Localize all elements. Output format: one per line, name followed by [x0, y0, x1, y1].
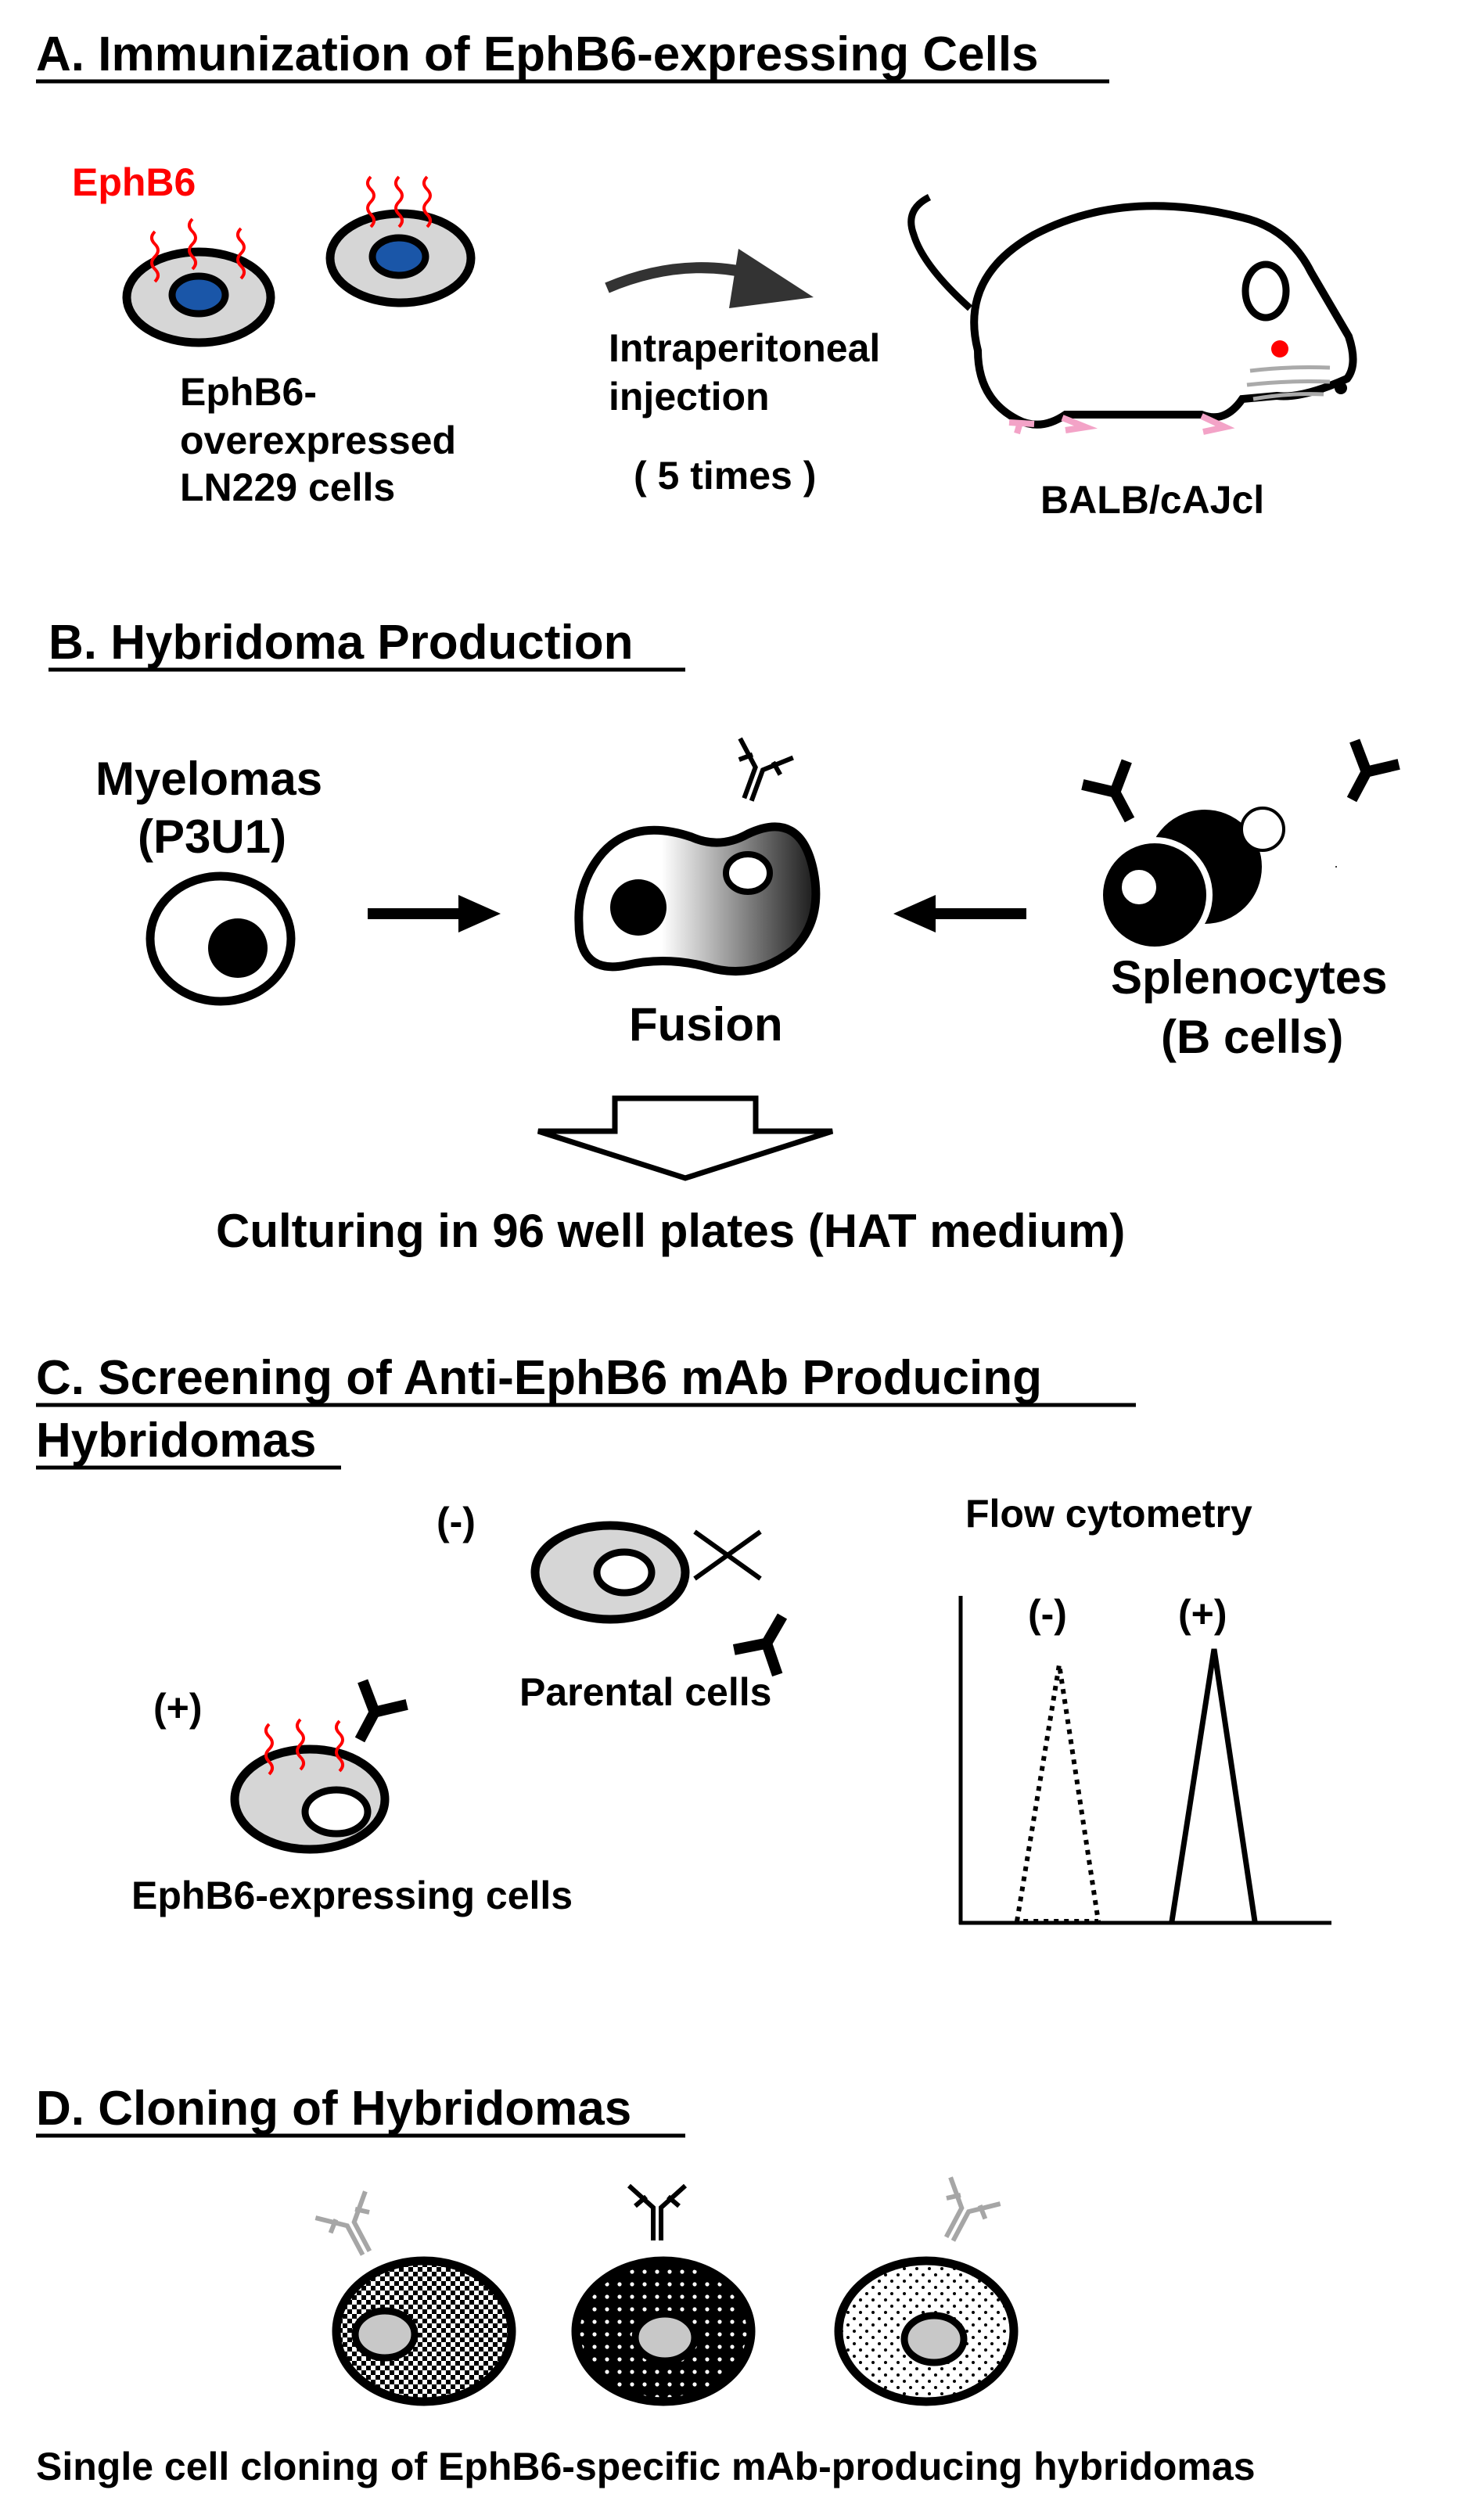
unbound-antibody: [734, 1604, 803, 1675]
cell-label-line-2: overexpressed: [180, 419, 456, 462]
clone-3-antibody: [925, 2177, 1000, 2252]
injection-count: ( 5 times ): [634, 454, 816, 498]
section-c-heading-line-2: Hybridomas: [36, 1414, 316, 1468]
flow-title: Flow cytometry: [965, 1492, 1252, 1536]
bound-antibody: [338, 1681, 407, 1752]
fusion-label: Fusion: [629, 998, 783, 1051]
mouse-body: [970, 202, 1357, 429]
epitope-label: EphB6: [72, 160, 196, 204]
arrow-splenocytes-to-fusion: [893, 895, 1026, 932]
section-a: A. Immunization of EphB6-expressing Cell…: [36, 27, 1357, 522]
fusion-cell: [574, 822, 821, 976]
parental-cell: [530, 1521, 690, 1624]
mouse-ear: [1241, 261, 1290, 322]
peak-positive: [1169, 1648, 1258, 1922]
peak-negative: [1014, 1664, 1101, 1924]
flow-cytometry-chart: [958, 1596, 1331, 1925]
splenocyte-label-line-2: (B cells): [1161, 1011, 1343, 1063]
mouse-paw: [1008, 419, 1035, 435]
positive-sign: (+): [153, 1686, 203, 1730]
arrow-myeloma-to-fusion: [368, 895, 501, 932]
peak-negative-label: (-): [1028, 1592, 1067, 1636]
clone-1-antibody: [315, 2191, 390, 2266]
expressing-label: EphB6-expressing cells: [131, 1874, 573, 1917]
no-binding-cross: [693, 1529, 762, 1581]
mouse-whiskers: [1246, 365, 1331, 401]
ephb6-cell-2: [325, 175, 476, 307]
route-line-1: Intraperitoneal: [609, 326, 880, 370]
ephb6-cell-1: [122, 217, 275, 347]
hybridoma-clone-3: [834, 2256, 1019, 2406]
section-a-heading: A. Immunization of EphB6-expressing Cell…: [36, 27, 1039, 81]
injection-arrow: [605, 249, 814, 308]
mouse-illustration: [907, 193, 1357, 435]
ephb6-expressing-cell: [230, 1718, 390, 1854]
cell-label-line-3: LN229 cells: [180, 465, 395, 509]
mouse-paw: [1061, 415, 1098, 433]
route-line-2: injection: [609, 375, 770, 419]
mouse-nose: [1335, 382, 1347, 394]
section-d-heading: D. Cloning of Hybridomas: [36, 2082, 631, 2136]
cloning-caption: Single cell cloning of EphB6-specific mA…: [36, 2445, 1256, 2488]
splenocyte-antibody: [1330, 741, 1399, 811]
section-c: C. Screening of Anti-EphB6 mAb Producing…: [36, 1351, 1331, 1925]
section-b: B. Hybridoma Production Myelomas (P3U1) …: [49, 616, 1399, 1257]
clone-2-antibody: [629, 2186, 685, 2240]
hybridoma-clone-2: [571, 2256, 756, 2406]
mouse-eye: [1271, 340, 1288, 358]
mouse-tail: [907, 193, 973, 311]
section-d: D. Cloning of Hybridomas Single cell clo…: [36, 2082, 1256, 2488]
myeloma-cell: [146, 871, 296, 1006]
mouse-paw: [1200, 413, 1235, 435]
culture-label: Culturing in 96 well plates (HAT medium): [216, 1205, 1125, 1257]
splenocyte-cells: [1097, 807, 1337, 953]
section-c-heading-line-1: C. Screening of Anti-EphB6 mAb Producing: [36, 1351, 1042, 1405]
myeloma-label-line-2: (P3U1): [138, 810, 286, 863]
negative-sign: (-): [437, 1500, 476, 1543]
hybridoma-clone-1: [332, 2256, 516, 2406]
fusion-antibody: [721, 738, 793, 809]
section-b-heading: B. Hybridoma Production: [49, 616, 633, 670]
parental-label: Parental cells: [519, 1670, 771, 1714]
peak-positive-label: (+): [1178, 1592, 1227, 1636]
cell-label-line-1: EphB6-: [180, 370, 317, 414]
mouse-strain-label: BALB/cAJcl: [1040, 478, 1264, 522]
splenocyte-antibody: [1083, 761, 1152, 832]
myeloma-label-line-1: Myelomas: [95, 753, 322, 805]
splenocyte-label-line-1: Splenocytes: [1111, 951, 1387, 1004]
culture-arrow: [537, 1095, 834, 1181]
